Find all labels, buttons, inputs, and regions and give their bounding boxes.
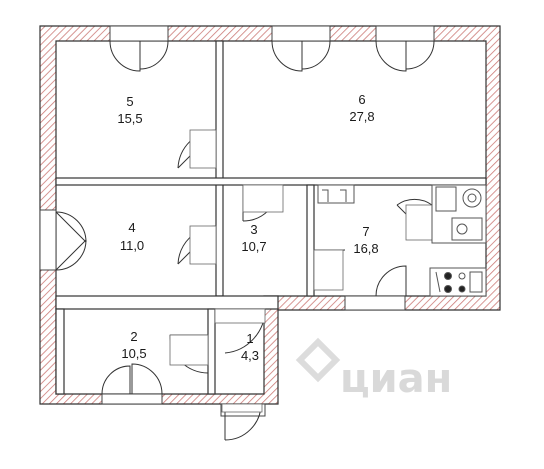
interior-walls	[55, 40, 487, 395]
room-7-area: 16,8	[353, 241, 378, 256]
room-3-area: 10,7	[241, 239, 266, 254]
room-2-area: 10,5	[121, 346, 146, 361]
watermark-logo-icon	[295, 337, 341, 383]
room-7-number: 7	[362, 224, 369, 239]
room-labels: 5 15,5 6 27,8 4 11,0 3 10,7 7 16,8 2 10,…	[117, 92, 378, 363]
kitchen-fixtures	[317, 184, 487, 297]
room-5-area: 15,5	[117, 111, 142, 126]
room-6-number: 6	[358, 92, 365, 107]
room-4-area: 11,0	[120, 238, 144, 253]
room-1-area: 4,3	[241, 348, 259, 363]
room-3-number: 3	[250, 222, 257, 237]
room-2-number: 2	[130, 329, 137, 344]
room-5-number: 5	[126, 94, 133, 109]
watermark-text: циан	[340, 356, 452, 402]
watermark: циан	[295, 337, 452, 402]
room-4-number: 4	[128, 220, 135, 235]
room-1-number: 1	[246, 331, 253, 346]
door-leaves	[169, 129, 433, 413]
room-6-area: 27,8	[349, 109, 374, 124]
